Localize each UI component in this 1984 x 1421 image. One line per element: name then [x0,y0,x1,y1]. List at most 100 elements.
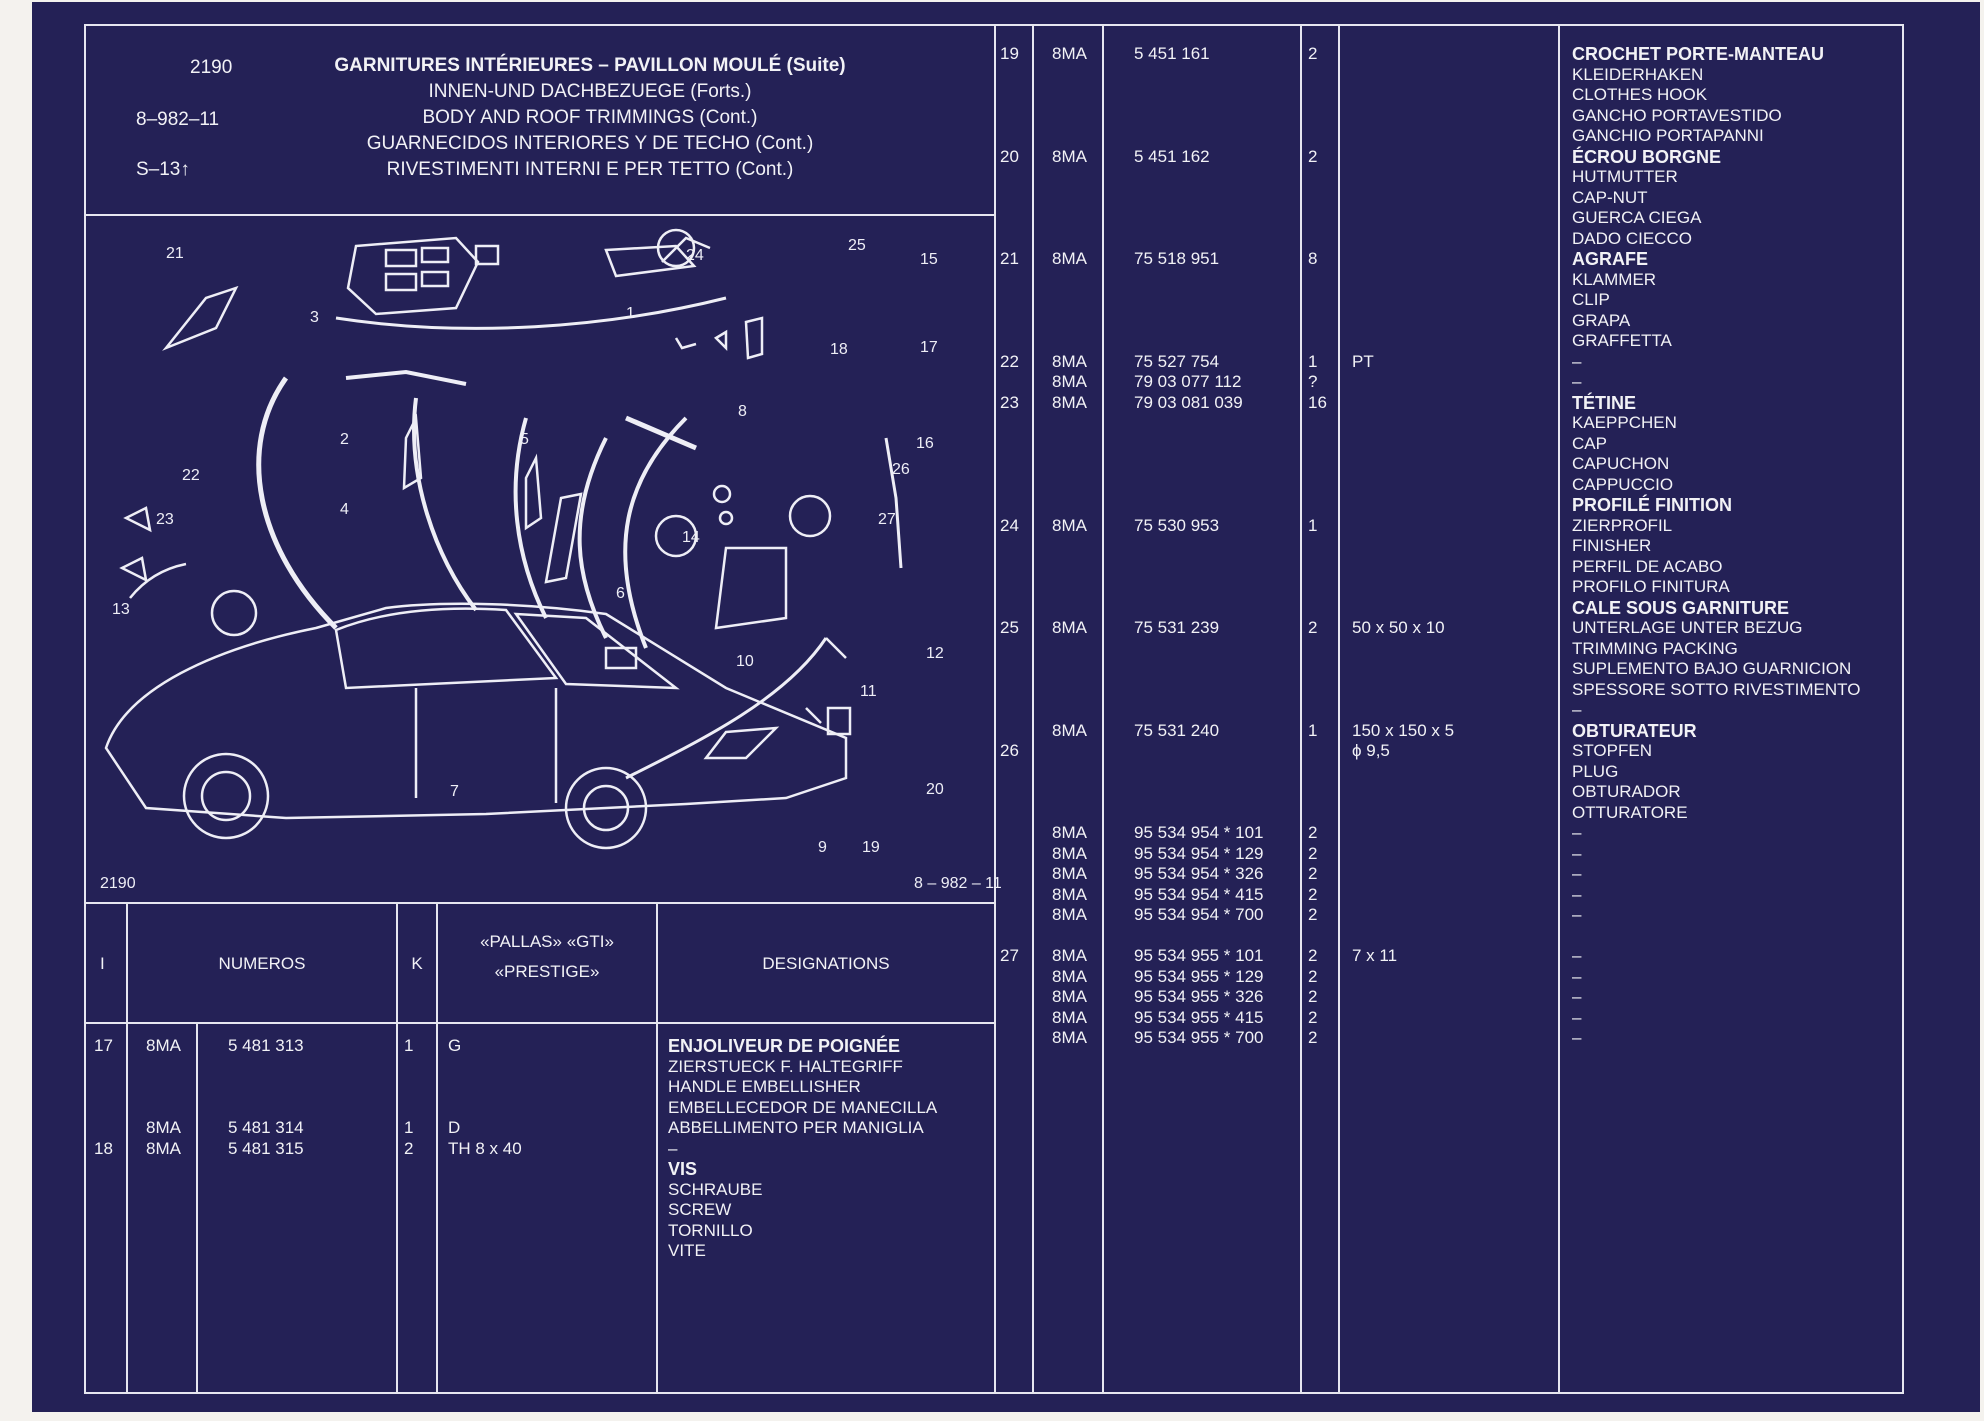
table-cell [1352,844,1454,865]
designation-line: KLAMMER [1572,269,1657,289]
table-cell [1134,270,1264,291]
table-cell [1352,65,1454,86]
designation-line: – [1572,884,1582,904]
designation-line: CAPUCHON [1572,454,1670,473]
left-number-column: 5 481 313 5 481 314 5 481 315 [228,1036,304,1159]
table-cell: 2 [1308,987,1318,1006]
left-designation-column: ENJOLIVEUR DE POIGNÉE ZIERSTUECK F. HALT… [668,1036,937,1262]
page-title-de: INNEN-UND DACHBEZUEGE (Forts.) [428,81,752,102]
table-cell [1000,413,1019,434]
callout-22: 22 [182,467,200,484]
table-cell [1000,557,1019,578]
table-cell [1052,167,1087,188]
designation-line: GANCHIO PORTAPANNI [1572,126,1764,145]
table-cell [1134,331,1264,352]
designation-line: VIS [668,1159,698,1179]
table-cell [1052,557,1087,578]
table-cell: 25 [1000,618,1019,637]
table-cell [1052,803,1087,824]
table-cell [1352,475,1454,496]
designation-line: GRAPA [1572,310,1631,330]
callout-13: 13 [112,601,130,618]
table-cell [1134,290,1264,311]
table-cell: 1 [1308,515,1318,535]
table-cell [1308,331,1327,352]
callout-17: 17 [920,339,938,356]
table-cell [1308,659,1327,680]
table-cell [1052,700,1087,721]
table-cell [404,1077,413,1098]
table-cell [1052,434,1087,455]
table-cell [1134,639,1264,660]
table-cell: 75 530 953 [1134,515,1220,535]
table-cell [1352,188,1454,209]
table-cell [1052,741,1087,762]
table-cell: 50 x 50 x 10 [1352,618,1445,637]
table-cell [1308,926,1327,947]
table-cell [1352,536,1454,557]
table-cell [448,1077,522,1098]
catalog-code: 2190 [190,57,233,78]
table-cell [1308,126,1327,147]
table-cell [1000,700,1019,721]
table-cell [1000,126,1019,147]
table-cell [1352,885,1454,906]
table-cell [1000,885,1019,906]
table-cell [1000,65,1019,86]
table-cell [1000,106,1019,127]
table-cell [1134,85,1264,106]
table-cell [1352,823,1454,844]
designation-line: CALE SOUS GARNITURE [1572,597,1790,618]
table-cell: 8MA [1052,966,1087,986]
designation-line: – [1572,905,1582,924]
designation-line: PROFILO FINITURA [1572,577,1730,596]
table-cell: D [448,1118,461,1137]
designation-line: SCREW [668,1200,732,1219]
table-cell [1000,229,1019,250]
table-cell: 2 [1308,146,1318,166]
table-cell [1352,577,1454,598]
table-cell [1308,495,1327,516]
designation-line: – [1572,351,1582,371]
page-title-en: BODY AND ROOF TRIMMINGS (Cont.) [422,107,758,128]
table-cell [1000,495,1019,516]
table-cell [1052,659,1087,680]
table-cell [404,1057,413,1078]
table-cell [1352,413,1454,434]
table-cell [1134,680,1264,701]
table-cell: 2 [1308,966,1318,986]
table-cell [1308,536,1327,557]
table-cell [1352,290,1454,311]
table-cell [1052,311,1087,332]
table-cell [1000,659,1019,680]
callout-24: 24 [686,247,704,264]
table-cell [1052,762,1087,783]
table-cell [1000,331,1019,352]
table-cell [1308,803,1327,824]
table-cell [1352,659,1454,680]
diagram-footer-right: 8 – 982 – 11 [914,875,1002,892]
table-cell [1308,598,1327,619]
designation-line: STOPFEN [1572,741,1652,760]
designation-line: – [1572,1028,1582,1047]
designation-line: – [1572,946,1582,965]
table-cell [94,1098,113,1119]
table-cell [1134,741,1264,762]
table-cell [1352,864,1454,885]
table-cell [1052,126,1087,147]
table-cell [1000,721,1019,742]
callout-20: 20 [926,781,944,798]
table-cell [1052,577,1087,598]
table-cell: 150 x 150 x 5 [1352,720,1455,740]
designation-line: – [1572,823,1582,842]
designation-line: – [1572,372,1582,391]
table-cell [1052,229,1087,250]
table-cell: 95 534 954 * 415 [1134,884,1264,904]
table-cell: 1 [404,1036,414,1055]
callout-16: 16 [916,435,934,452]
table-cell [1352,85,1454,106]
left-qty-column: 1 1 2 [404,1036,413,1159]
table-cell [1000,536,1019,557]
